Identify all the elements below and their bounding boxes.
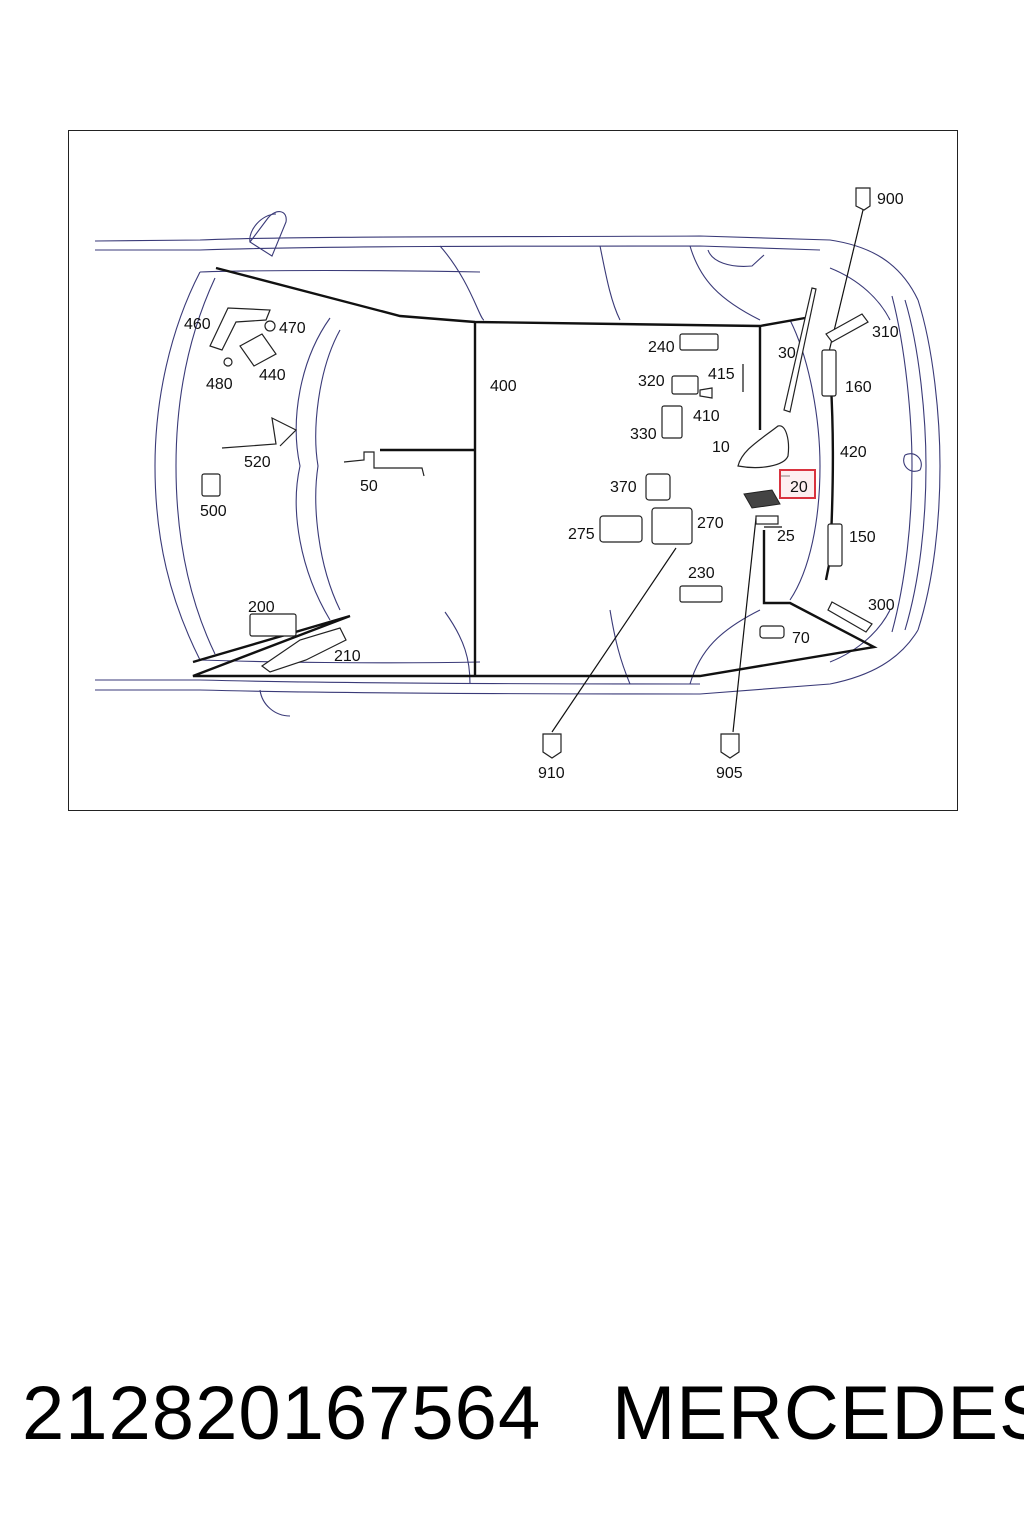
part-150-shape [827,523,843,567]
car-body-outline [94,211,941,717]
callout-300[interactable]: 300 [868,597,895,614]
callout-160[interactable]: 160 [845,379,872,396]
part-230-shape [679,585,723,603]
part-520-shape [221,416,298,449]
part-160-shape [821,349,837,397]
part-270-shape [651,507,693,545]
part-300-shape [827,601,873,633]
part-330-shape [661,405,683,439]
part-50-shape [343,451,425,477]
part-470-shape [264,320,276,332]
callout-910[interactable]: 910 [538,765,565,782]
part-410-shape [699,387,713,399]
part-210-shape [260,627,347,673]
part-30-shape [783,287,817,413]
connector-910-icon [542,733,562,759]
part-275-shape [599,515,643,543]
callout-30[interactable]: 30 [778,345,796,362]
part-70-shape [759,625,785,639]
components [201,187,873,759]
callout-240[interactable]: 240 [648,339,675,356]
callout-330[interactable]: 330 [630,426,657,443]
callout-410[interactable]: 410 [693,408,720,425]
part-370-shape [645,473,671,501]
callout-25[interactable]: 25 [777,528,795,545]
callout-210[interactable]: 210 [334,648,361,665]
part-310-shape [825,313,869,343]
part-320-shape [671,375,699,395]
callout-370[interactable]: 370 [610,479,637,496]
connector-905-icon [720,733,740,759]
callout-415[interactable]: 415 [708,366,735,383]
callout-270[interactable]: 270 [697,515,724,532]
callout-10[interactable]: 10 [712,439,730,456]
callout-460[interactable]: 460 [184,316,211,333]
callout-150[interactable]: 150 [849,529,876,546]
callout-905[interactable]: 905 [716,765,743,782]
callout-480[interactable]: 480 [206,376,233,393]
part-25-shape [755,515,779,525]
leader-lines [551,209,864,733]
part-500-shape [201,473,221,497]
part-460-shape [209,307,271,351]
part-440-shape [239,333,277,367]
part-200-shape [249,613,297,637]
part-480-shape [223,357,233,367]
callout-520[interactable]: 520 [244,454,271,471]
callout-470[interactable]: 470 [279,320,306,337]
callout-320[interactable]: 320 [638,373,665,390]
callout-70[interactable]: 70 [792,630,810,647]
callout-230[interactable]: 230 [688,565,715,582]
brand-name: MERCEDES [612,1371,1024,1456]
callout-20[interactable]: 20 [790,479,808,496]
callout-420[interactable]: 420 [840,444,867,461]
callout-200[interactable]: 200 [248,599,275,616]
callout-440[interactable]: 440 [259,367,286,384]
callout-900[interactable]: 900 [877,191,904,208]
part-240-shape [679,333,719,351]
part-number: 212820167564 [22,1371,542,1456]
callout-labels: 900 310 160 30 240 415 320 410 330 10 42… [184,191,904,782]
connector-900-icon [855,187,871,211]
callout-50[interactable]: 50 [360,478,378,495]
callout-500[interactable]: 500 [200,503,227,520]
part-10-shape [737,425,790,469]
footer-caption: 212820167564 MERCEDES [22,1370,1024,1470]
part-20-shape [743,489,781,509]
callout-310[interactable]: 310 [872,324,899,341]
callout-400[interactable]: 400 [490,378,517,395]
highlight-box [779,469,816,499]
callout-275[interactable]: 275 [568,526,595,543]
wiring-diagram: 900 310 160 30 240 415 320 410 330 10 42… [94,187,941,782]
